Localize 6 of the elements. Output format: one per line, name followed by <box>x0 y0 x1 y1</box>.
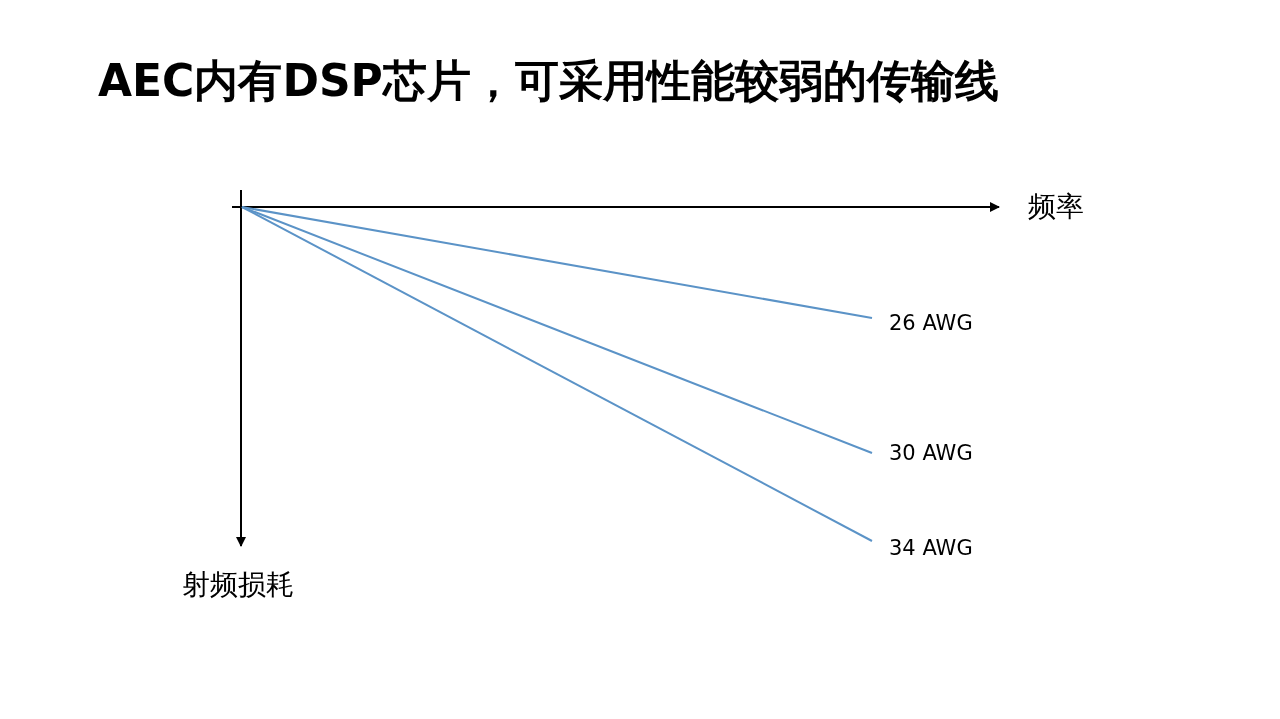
line-label: 26 AWG <box>889 311 973 335</box>
line-label: 34 AWG <box>889 536 973 560</box>
slide-title: AEC内有DSP芯片，可采用性能较弱的传输线 <box>98 54 999 108</box>
axis-label: 射频损耗 <box>182 567 294 603</box>
axis-label: 频率 <box>1028 189 1084 225</box>
line-label: 30 AWG <box>889 441 973 465</box>
